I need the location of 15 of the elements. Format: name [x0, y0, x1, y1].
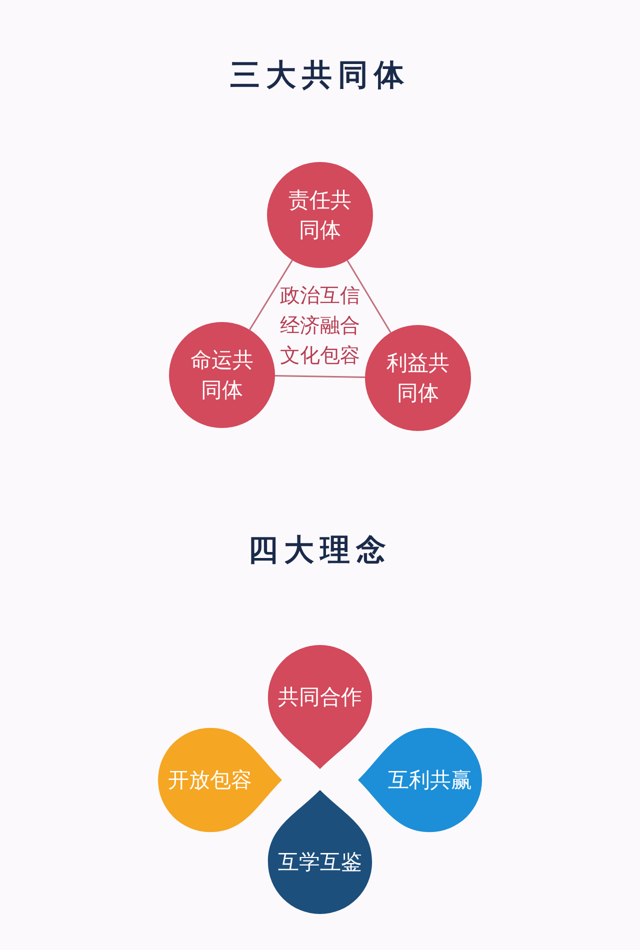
center-text: 文化包容 [279, 342, 361, 369]
connector-line [274, 375, 366, 378]
node-label: 互学互鉴 [278, 848, 362, 876]
node-label: 命运共同体 [190, 347, 254, 404]
connector-line [346, 260, 392, 333]
node-label: 共同合作 [278, 684, 362, 712]
node-label: 互利共赢 [388, 767, 472, 794]
connector-line [249, 260, 293, 330]
center-text: 经济融合 [279, 312, 361, 339]
node-label: 责任共同体 [288, 187, 352, 244]
center-text: 政治互信 [279, 282, 361, 309]
node-label: 开放包容 [168, 767, 252, 794]
section-heading: 四大理念 [247, 532, 393, 570]
node-label: 利益共同体 [386, 350, 450, 407]
title: 三大共同体 [229, 57, 411, 95]
